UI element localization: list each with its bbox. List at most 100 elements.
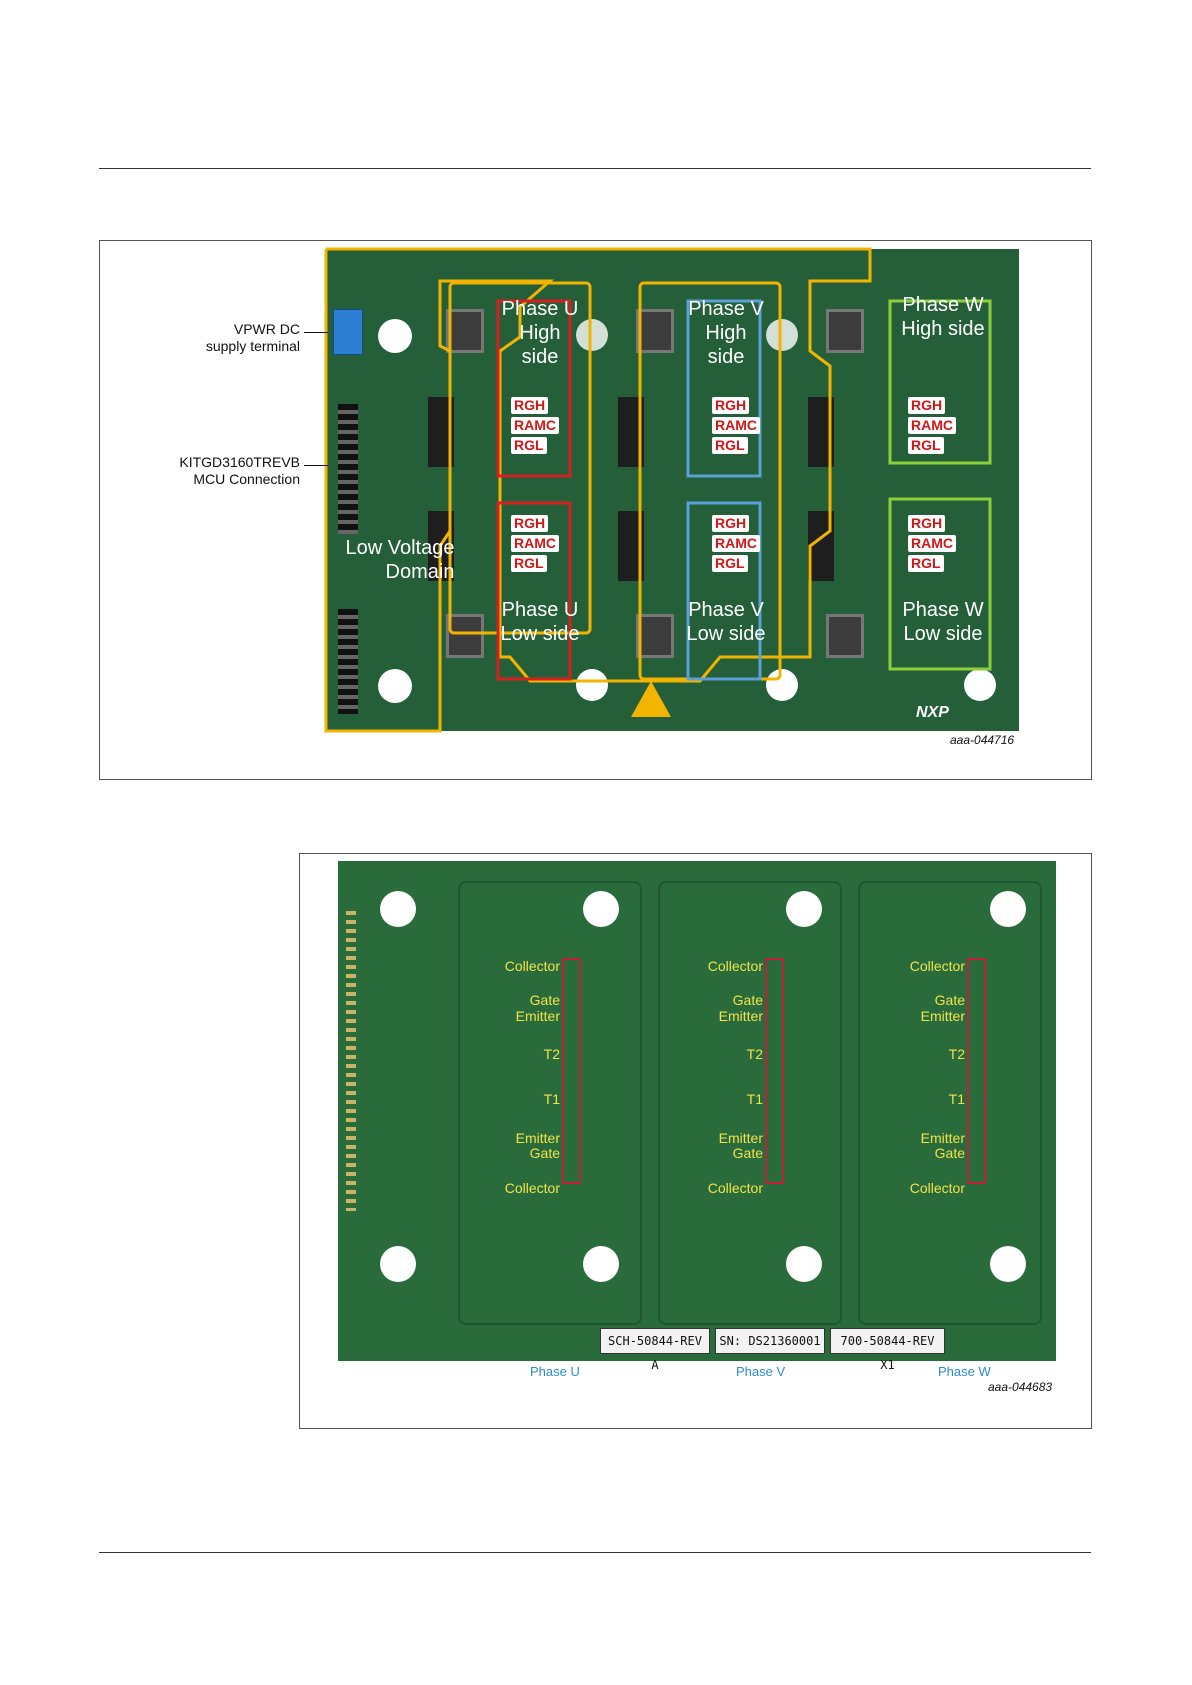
low-voltage-line-2: Domain	[385, 561, 455, 583]
phase-u-low-line-1: Phase U	[501, 599, 579, 621]
mount-hole	[380, 891, 416, 927]
ramc-tag-v-high: RAMC	[712, 417, 760, 434]
mount-hole	[766, 319, 798, 351]
phase-u-low-line-2: Low side	[500, 623, 580, 645]
vpwr-callout-line-2: supply terminal	[205, 338, 300, 354]
edge-connector	[346, 911, 356, 1211]
figure-2-frame: Collector Gate Emitter T2 T1 Emitter Gat…	[299, 853, 1092, 1429]
mount-hole	[786, 1246, 822, 1282]
mcu-arrow	[304, 465, 328, 466]
rgl-tag-u-low: RGL	[511, 555, 547, 572]
mcu-callout-line-1: KITGD3160TREVB	[179, 454, 300, 470]
transformer-v-low	[636, 614, 674, 658]
label-t1-u: T1	[543, 1091, 560, 1107]
phase-w-low-line-2: Low side	[903, 623, 983, 645]
rgl-tag-w-high: RGL	[908, 437, 944, 454]
rgh-tag-v-low: RGH	[712, 515, 750, 532]
vpwr-arrow	[304, 332, 328, 333]
mount-hole	[380, 1246, 416, 1282]
phase-u-high-label: Phase U High side	[500, 297, 580, 369]
label-t2-v: T2	[746, 1046, 763, 1062]
label-collector-v-top: Collector	[707, 958, 763, 974]
rgl-tag-w-low: RGL	[908, 555, 944, 572]
mount-hole	[583, 1246, 619, 1282]
plate-sch: SCH-50844-REV A	[600, 1328, 710, 1372]
phase-w-high-line-1: Phase W	[902, 294, 984, 316]
phase-v-low-line-2: Low side	[686, 623, 766, 645]
label-gate-v-top: Gate	[732, 992, 763, 1008]
ramc-tag-w-low: RAMC	[908, 535, 956, 552]
label-collector-w-top: Collector	[909, 958, 965, 974]
phase-u-panel	[458, 881, 642, 1325]
rgh-tag-v-high: RGH	[712, 397, 750, 414]
mount-hole	[766, 669, 798, 701]
mount-hole	[786, 891, 822, 927]
label-emitter-w-top: Emitter	[920, 1008, 965, 1024]
pin-box-u	[562, 958, 581, 1184]
label-emitter-w-bottom: Emitter	[920, 1130, 965, 1146]
rgh-tag-u-high: RGH	[511, 397, 549, 414]
phase-u-label: Phase U	[530, 1364, 580, 1379]
plate-part: 700-50844-REV X1	[830, 1328, 945, 1372]
phase-v-high-label: Phase V High side	[686, 297, 766, 369]
label-t1-v: T1	[746, 1091, 763, 1107]
mount-hole	[576, 319, 608, 351]
hazard-icon	[631, 681, 671, 717]
figure-1-frame: NXP VPWR DC supply terminal KITGD3160TRE…	[99, 240, 1092, 780]
phase-v-high-line-2: High side	[705, 322, 747, 368]
low-voltage-label: Low Voltage Domain	[340, 536, 460, 584]
ramc-tag-v-low: RAMC	[712, 535, 760, 552]
vpwr-callout: VPWR DC supply terminal	[170, 321, 300, 355]
rgl-tag-v-high: RGL	[712, 437, 748, 454]
label-collector-u-bottom: Collector	[504, 1180, 560, 1196]
label-emitter-v-bottom: Emitter	[718, 1130, 763, 1146]
plate-sn: SN: DS21360001	[715, 1328, 825, 1354]
label-gate-v-bottom: Gate	[732, 1145, 763, 1161]
phase-v-low-line-1: Phase V	[688, 599, 764, 621]
label-collector-u-top: Collector	[504, 958, 560, 974]
figure-2-id: aaa-044683	[988, 1380, 1053, 1394]
mcu-callout: KITGD3160TREVB MCU Connection	[140, 454, 300, 488]
transformer-v-high	[636, 309, 674, 353]
phase-v-label: Phase V	[736, 1364, 786, 1379]
mount-hole	[378, 319, 412, 353]
pin-box-v	[765, 958, 784, 1184]
low-voltage-line-1: Low Voltage	[345, 537, 455, 559]
rgh-tag-w-low: RGH	[908, 515, 946, 532]
label-t2-u: T2	[543, 1046, 560, 1062]
transformer-u-low	[446, 614, 484, 658]
mount-hole	[964, 669, 996, 701]
phase-u-high-line-1: Phase U	[501, 298, 579, 320]
label-t1-w: T1	[948, 1091, 965, 1107]
label-gate-u-top: Gate	[529, 992, 560, 1008]
board-logo: NXP	[916, 704, 949, 721]
label-gate-w-top: Gate	[934, 992, 965, 1008]
label-gate-u-bottom: Gate	[529, 1145, 560, 1161]
phase-w-high-line-2: High side	[901, 318, 985, 340]
rgh-tag-u-low: RGH	[511, 515, 549, 532]
label-emitter-u-top: Emitter	[515, 1008, 560, 1024]
rgl-tag-v-low: RGL	[712, 555, 748, 572]
phase-v-high-line-1: Phase V	[688, 298, 764, 320]
transformer-w-low	[826, 614, 864, 658]
pin-header-lower	[338, 609, 358, 714]
footer-rule	[99, 1552, 1091, 1553]
header-rule	[99, 168, 1091, 169]
phase-w-label: Phase W	[938, 1364, 991, 1379]
mount-hole	[583, 891, 619, 927]
rgh-tag-w-high: RGH	[908, 397, 946, 414]
phase-w-low-label: Phase W Low side	[893, 598, 993, 646]
figure-1-id: aaa-044716	[950, 733, 1015, 747]
rgl-tag-u-high: RGL	[511, 437, 547, 454]
mount-hole	[990, 1246, 1026, 1282]
ramc-tag-u-low: RAMC	[511, 535, 559, 552]
vpwr-terminal-block	[333, 309, 363, 355]
phase-w-high-label: Phase W High side	[893, 293, 993, 341]
label-collector-v-bottom: Collector	[707, 1180, 763, 1196]
mount-hole	[378, 669, 412, 703]
phase-w-low-line-1: Phase W	[902, 599, 984, 621]
phase-v-panel	[658, 881, 842, 1325]
vpwr-callout-line-1: VPWR DC	[233, 321, 300, 337]
label-t2-w: T2	[948, 1046, 965, 1062]
pin-header-mcu	[338, 404, 358, 534]
